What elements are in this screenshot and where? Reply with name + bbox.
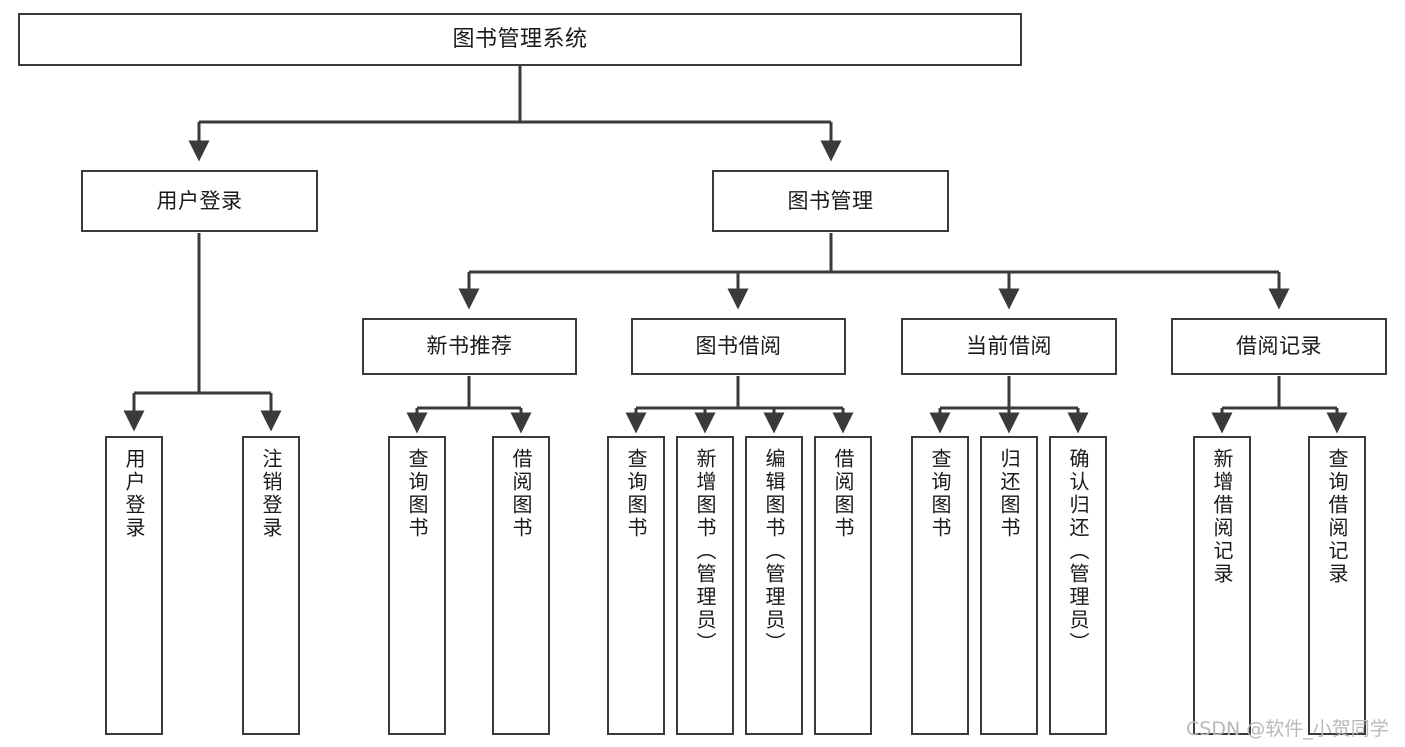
node-label: 借阅图书 <box>509 448 533 540</box>
node-label: 查询图书 <box>624 448 648 540</box>
node-current-borrow[interactable]: 当前借阅 <box>901 318 1117 375</box>
node-label: 借阅图书 <box>831 448 855 540</box>
watermark: CSDN @软件_小贺同学 <box>1186 718 1389 740</box>
node-leaf-query-book-borrow[interactable]: 查询图书 <box>607 436 665 735</box>
node-book-management[interactable]: 图书管理 <box>712 170 949 232</box>
node-label: 图书管理 <box>787 188 874 213</box>
node-leaf-confirm-return-admin[interactable]: 确认归还（管理员） <box>1049 436 1107 735</box>
node-leaf-query-borrow-record[interactable]: 查询借阅记录 <box>1308 436 1366 735</box>
node-leaf-return-book[interactable]: 归还图书 <box>980 436 1038 735</box>
node-label: 确认归还（管理员） <box>1066 448 1090 655</box>
node-leaf-query-book-current[interactable]: 查询图书 <box>911 436 969 735</box>
node-borrow-record[interactable]: 借阅记录 <box>1171 318 1387 375</box>
node-leaf-add-book-admin[interactable]: 新增图书（管理员） <box>676 436 734 735</box>
node-user-login[interactable]: 用户登录 <box>81 170 318 232</box>
node-label: 新增借阅记录 <box>1210 448 1234 586</box>
node-root-system[interactable]: 图书管理系统 <box>18 13 1022 66</box>
node-label: 用户登录 <box>156 188 243 213</box>
node-label: 归还图书 <box>997 448 1021 540</box>
node-label: 查询图书 <box>928 448 952 540</box>
node-leaf-query-book-recommend[interactable]: 查询图书 <box>388 436 446 735</box>
node-label: 图书管理系统 <box>452 26 588 52</box>
node-new-book-recommend[interactable]: 新书推荐 <box>362 318 577 375</box>
node-label: 注销登录 <box>259 448 283 540</box>
node-label: 借阅记录 <box>1236 334 1322 359</box>
node-label: 查询图书 <box>405 448 429 540</box>
node-label: 当前借阅 <box>966 334 1052 359</box>
node-label: 图书借阅 <box>695 334 782 359</box>
node-label: 新书推荐 <box>426 334 513 359</box>
node-leaf-borrow-book[interactable]: 借阅图书 <box>814 436 872 735</box>
node-label: 新增图书（管理员） <box>693 448 717 655</box>
node-label: 用户登录 <box>122 448 146 540</box>
node-leaf-edit-book-admin[interactable]: 编辑图书（管理员） <box>745 436 803 735</box>
node-label: 查询借阅记录 <box>1325 448 1349 586</box>
node-leaf-borrow-book-recommend[interactable]: 借阅图书 <box>492 436 550 735</box>
node-leaf-logout[interactable]: 注销登录 <box>242 436 300 735</box>
node-book-borrow[interactable]: 图书借阅 <box>631 318 846 375</box>
node-leaf-user-login[interactable]: 用户登录 <box>105 436 163 735</box>
node-label: 编辑图书（管理员） <box>762 448 786 655</box>
node-leaf-add-borrow-record[interactable]: 新增借阅记录 <box>1193 436 1251 735</box>
